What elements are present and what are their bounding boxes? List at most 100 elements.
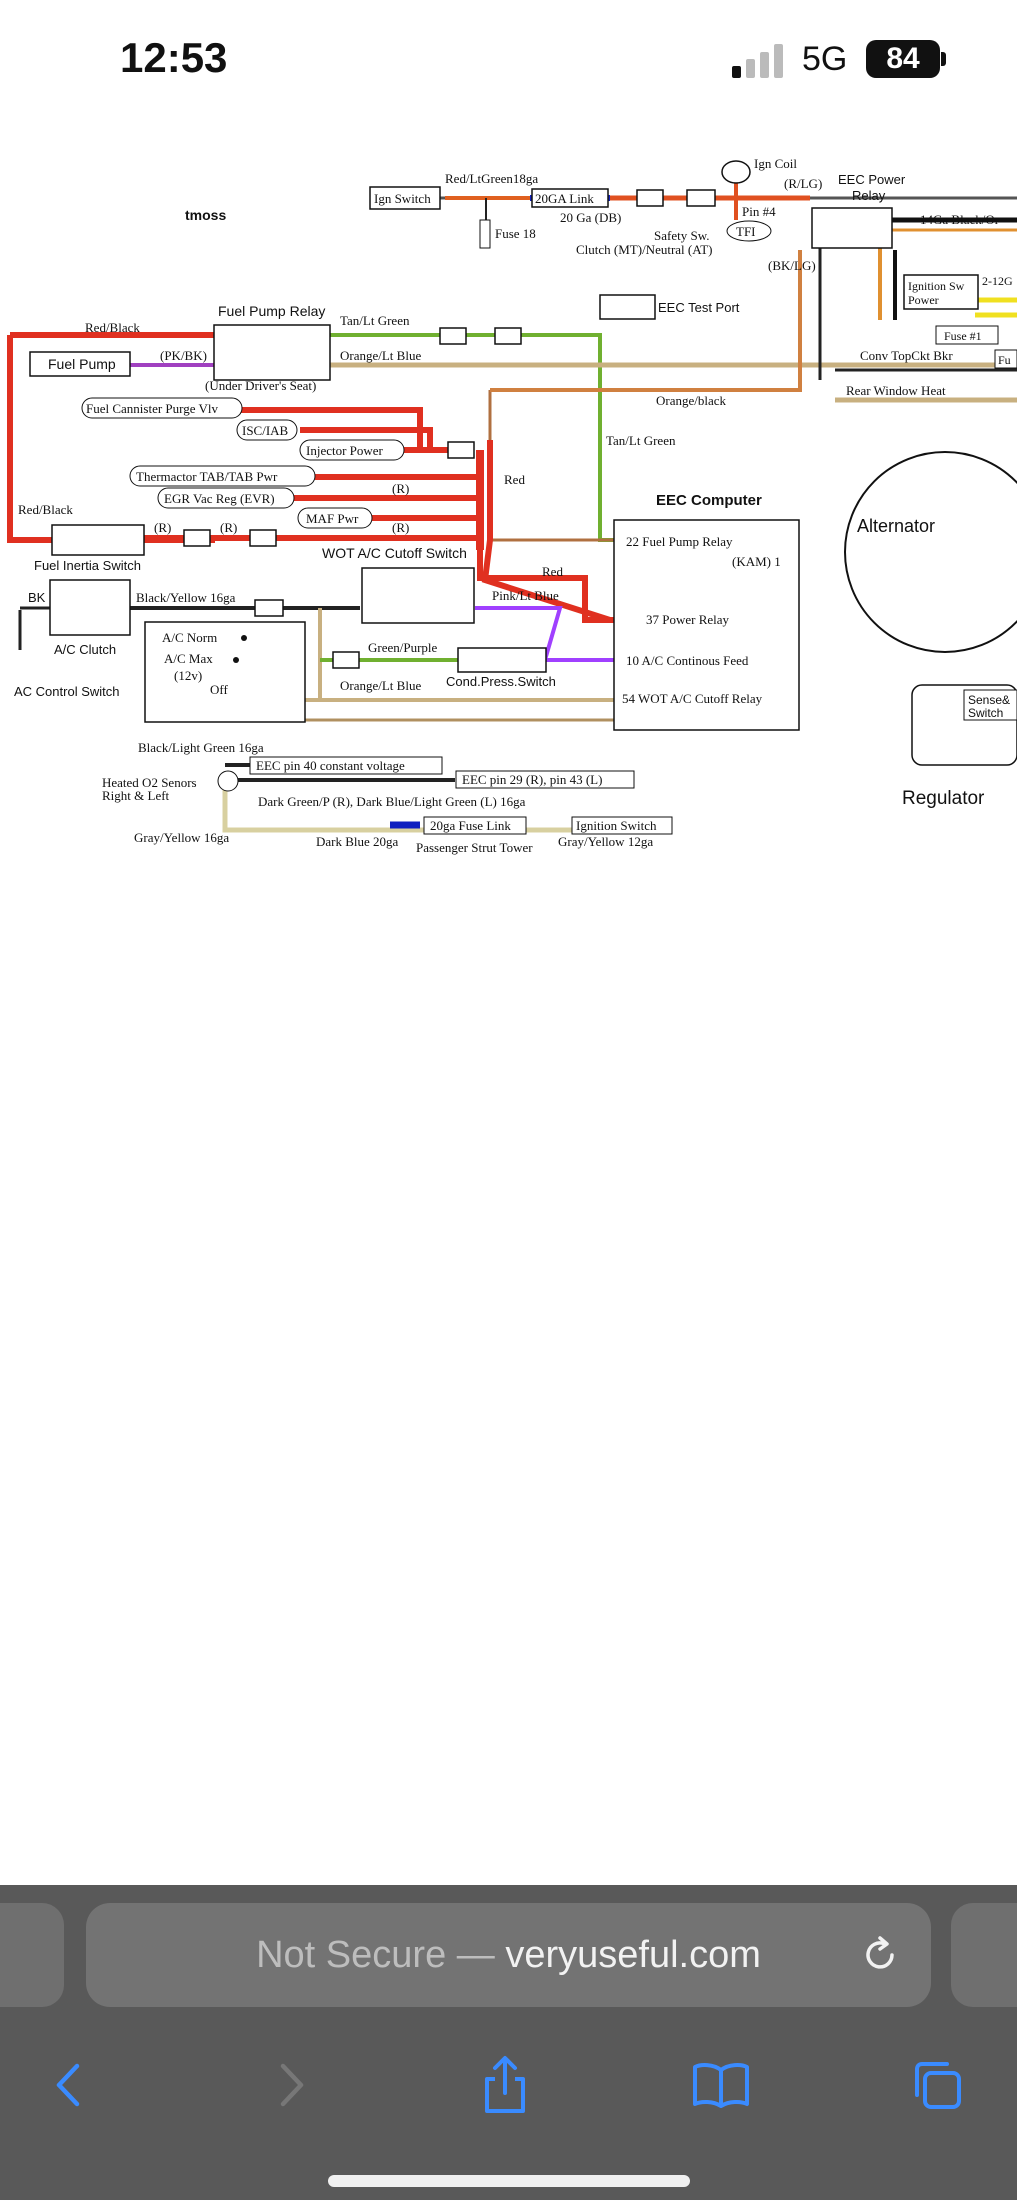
- wire-label: (R/LG): [784, 176, 822, 191]
- fuse-link-label: 20GA Link: [535, 191, 594, 206]
- ac-clutch-label: A/C Clutch: [54, 642, 116, 657]
- reload-icon[interactable]: [858, 1933, 902, 1977]
- wire-label: (R): [220, 520, 237, 535]
- ac-12v-label: (12v): [174, 668, 202, 683]
- wire-label: Orange/Lt Blue: [340, 678, 421, 693]
- browser-toolbar: [0, 2035, 1017, 2135]
- address-text: Not Secure — veryuseful.com: [86, 1903, 931, 2007]
- eec-computer-title: EEC Computer: [656, 492, 762, 509]
- fuse-1-label: Fuse #1: [944, 329, 982, 343]
- switch-label: Switch: [968, 706, 1003, 720]
- status-bar: 12:53 5G 84: [0, 0, 1017, 120]
- eec-pin-37: 37 Power Relay: [646, 612, 730, 627]
- heated-o2-label: Heated O2 Senors: [102, 775, 197, 790]
- wire-label: Tan/Lt Green: [340, 313, 410, 328]
- regulator-label: Regulator: [902, 788, 985, 809]
- address-bar[interactable]: Not Secure — veryuseful.com: [86, 1903, 931, 2007]
- passenger-strut-label: Passenger Strut Tower: [416, 840, 533, 855]
- isc-iab-label: ISC/IAB: [242, 423, 289, 438]
- battery-indicator: 84: [866, 40, 940, 78]
- rear-window-label: Rear Window Heat: [846, 383, 946, 398]
- back-button[interactable]: [24, 2035, 114, 2135]
- ignition-sw-power-label: Ignition Sw: [908, 279, 965, 293]
- fuel-pump-relay-label: Fuel Pump Relay: [218, 303, 325, 319]
- wire-label: 20 Ga (DB): [560, 210, 621, 225]
- fuse-partial-label: Fu: [998, 353, 1011, 367]
- wire-label: (R): [392, 520, 409, 535]
- fuse-link-20-label: 20ga Fuse Link: [430, 818, 511, 833]
- wire-label: Green/Purple: [368, 640, 438, 655]
- share-icon: [485, 2056, 525, 2113]
- wire-label: (PK/BK): [160, 348, 207, 363]
- cond-press-label: Cond.Press.Switch: [446, 674, 556, 689]
- ac-off-label: Off: [210, 682, 228, 697]
- battery-tip: [941, 52, 946, 66]
- wire-label: Red/Black: [18, 502, 73, 517]
- wiring-diagram: Ign Switch Red/LtGreen18ga 20GA Link 20 …: [7, 156, 1017, 855]
- next-tab[interactable]: [951, 1903, 1017, 2007]
- status-time: 12:53: [120, 34, 228, 81]
- eec-pin-22: 22 Fuel Pump Relay: [626, 534, 733, 549]
- bookmarks-icon: [693, 2063, 749, 2108]
- ign-switch-label: Ign Switch: [374, 191, 431, 206]
- sense-label: Sense&: [968, 693, 1010, 707]
- clutch-label: Clutch (MT)/Neutral (AT): [576, 242, 712, 257]
- eec-pin-54: 54 WOT A/C Cutoff Relay: [622, 691, 763, 706]
- back-icon: [56, 2063, 80, 2107]
- wire-label: 14Ga Black/Or: [920, 212, 1000, 227]
- wire-label: Gray/Yellow 16ga: [134, 830, 229, 845]
- wire-label: (BK/LG): [768, 258, 816, 273]
- share-button[interactable]: [460, 2035, 550, 2135]
- right-left-label: Right & Left: [102, 788, 170, 803]
- fuel-inertia-label: Fuel Inertia Switch: [34, 558, 141, 573]
- wire-label: Pink/Lt Blue: [492, 588, 559, 603]
- pin-label: Pin #4: [742, 204, 776, 219]
- eec-power-relay-label-2: Relay: [852, 188, 886, 203]
- wire-label: Dark Green/P (R), Dark Blue/Light Green …: [258, 794, 526, 809]
- ac-max-label: A/C Max: [164, 651, 213, 666]
- thermactor-label: Thermactor TAB/TAB Pwr: [136, 469, 278, 484]
- injector-power-label: Injector Power: [306, 443, 384, 458]
- ignition-sw-power-label-2: Power: [908, 293, 939, 307]
- eec-pin-10: 10 A/C Continous Feed: [626, 653, 749, 668]
- eec-pin-kam: (KAM) 1: [732, 554, 781, 569]
- author-label: tmoss: [185, 207, 226, 223]
- wire-label: Red: [504, 472, 525, 487]
- wire-label: 2-12G: [982, 274, 1013, 288]
- wire-label: Gray/Yellow 12ga: [558, 834, 653, 849]
- wire-label: Orange/Lt Blue: [340, 348, 421, 363]
- wire-label: Black/Yellow 16ga: [136, 590, 236, 605]
- wire-label: Red/LtGreen18ga: [445, 171, 538, 186]
- domain-label: veryuseful.com: [505, 1934, 761, 1976]
- browser-chrome: Not Secure — veryuseful.com: [0, 1885, 1017, 2200]
- eec-pin40-label: EEC pin 40 constant voltage: [256, 758, 405, 773]
- eec-test-port-label: EEC Test Port: [658, 300, 740, 315]
- previous-tab[interactable]: [0, 1903, 64, 2007]
- egr-label: EGR Vac Reg (EVR): [164, 491, 275, 506]
- wire-label: Red: [542, 564, 563, 579]
- ignition-switch-label: Ignition Switch: [576, 818, 657, 833]
- wire-label: (R): [154, 520, 171, 535]
- ac-control-label: AC Control Switch: [14, 684, 119, 699]
- fuel-canister-label: Fuel Cannister Purge Vlv: [86, 401, 219, 416]
- wire-label: Red/Black: [85, 320, 140, 335]
- safety-sw-label: Safety Sw.: [654, 228, 710, 243]
- signal-icon: [732, 44, 783, 78]
- home-indicator[interactable]: [328, 2175, 690, 2187]
- ac-norm-label: A/C Norm: [162, 630, 217, 645]
- under-seat-label: (Under Driver's Seat): [205, 378, 316, 393]
- tabs-button[interactable]: [892, 2035, 982, 2135]
- wire-label: Tan/Lt Green: [606, 433, 676, 448]
- wire-label: Dark Blue 20ga: [316, 834, 399, 849]
- wot-ac-label: WOT A/C Cutoff Switch: [322, 545, 467, 561]
- tfi-label: TFI: [736, 224, 756, 239]
- eec-power-relay-label: EEC Power: [838, 172, 906, 187]
- conv-top-label: Conv TopCkt Bkr: [860, 348, 953, 363]
- fuel-pump-label: Fuel Pump: [48, 356, 116, 372]
- wire-label: BK: [28, 590, 46, 605]
- wire-label: Black/Light Green 16ga: [138, 740, 264, 755]
- wire-label: Orange/black: [656, 393, 727, 408]
- forward-button[interactable]: [246, 2035, 336, 2135]
- bookmarks-button[interactable]: [676, 2035, 766, 2135]
- fuse-label: Fuse 18: [495, 226, 536, 241]
